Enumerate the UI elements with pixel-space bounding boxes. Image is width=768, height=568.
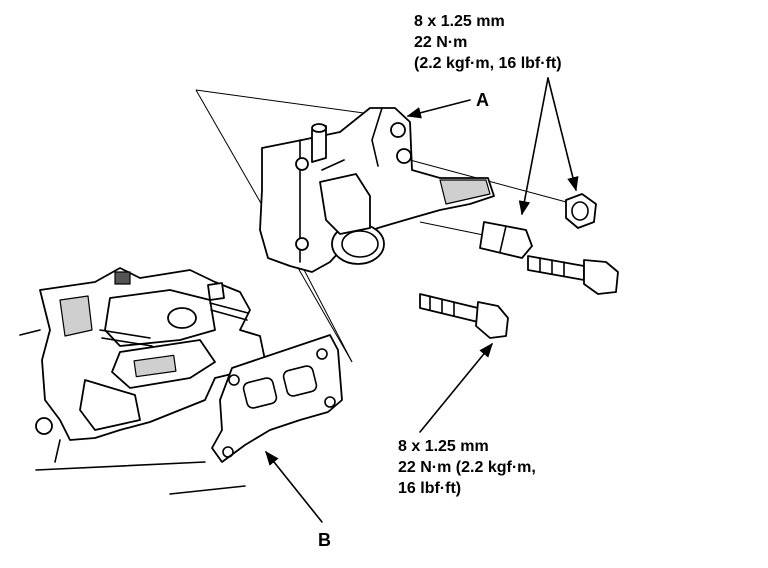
bottom-spec-torque-alt: 16 lbf·ft) [398, 480, 461, 497]
leader-arrows [265, 77, 579, 523]
top-spec-size: 8 x 1.25 mm [414, 13, 505, 30]
bottom-spec-size: 8 x 1.25 mm [398, 438, 489, 455]
top-spec-torque: 22 N·m [414, 34, 467, 51]
long-bolt [527, 255, 619, 295]
flange-nut [565, 193, 597, 229]
callout-b: B [318, 530, 331, 550]
gasket [211, 334, 343, 463]
engine-block [19, 267, 266, 495]
water-outlet-housing [259, 107, 495, 273]
top-spec-torque-alt: (2.2 kgf·m, 16 lbf·ft) [414, 55, 562, 72]
callout-a: A [476, 90, 489, 110]
bottom-spec-torque: 22 N·m (2.2 kgf·m, [398, 459, 536, 476]
short-bolt [419, 293, 509, 339]
collar-spacer [479, 221, 533, 259]
